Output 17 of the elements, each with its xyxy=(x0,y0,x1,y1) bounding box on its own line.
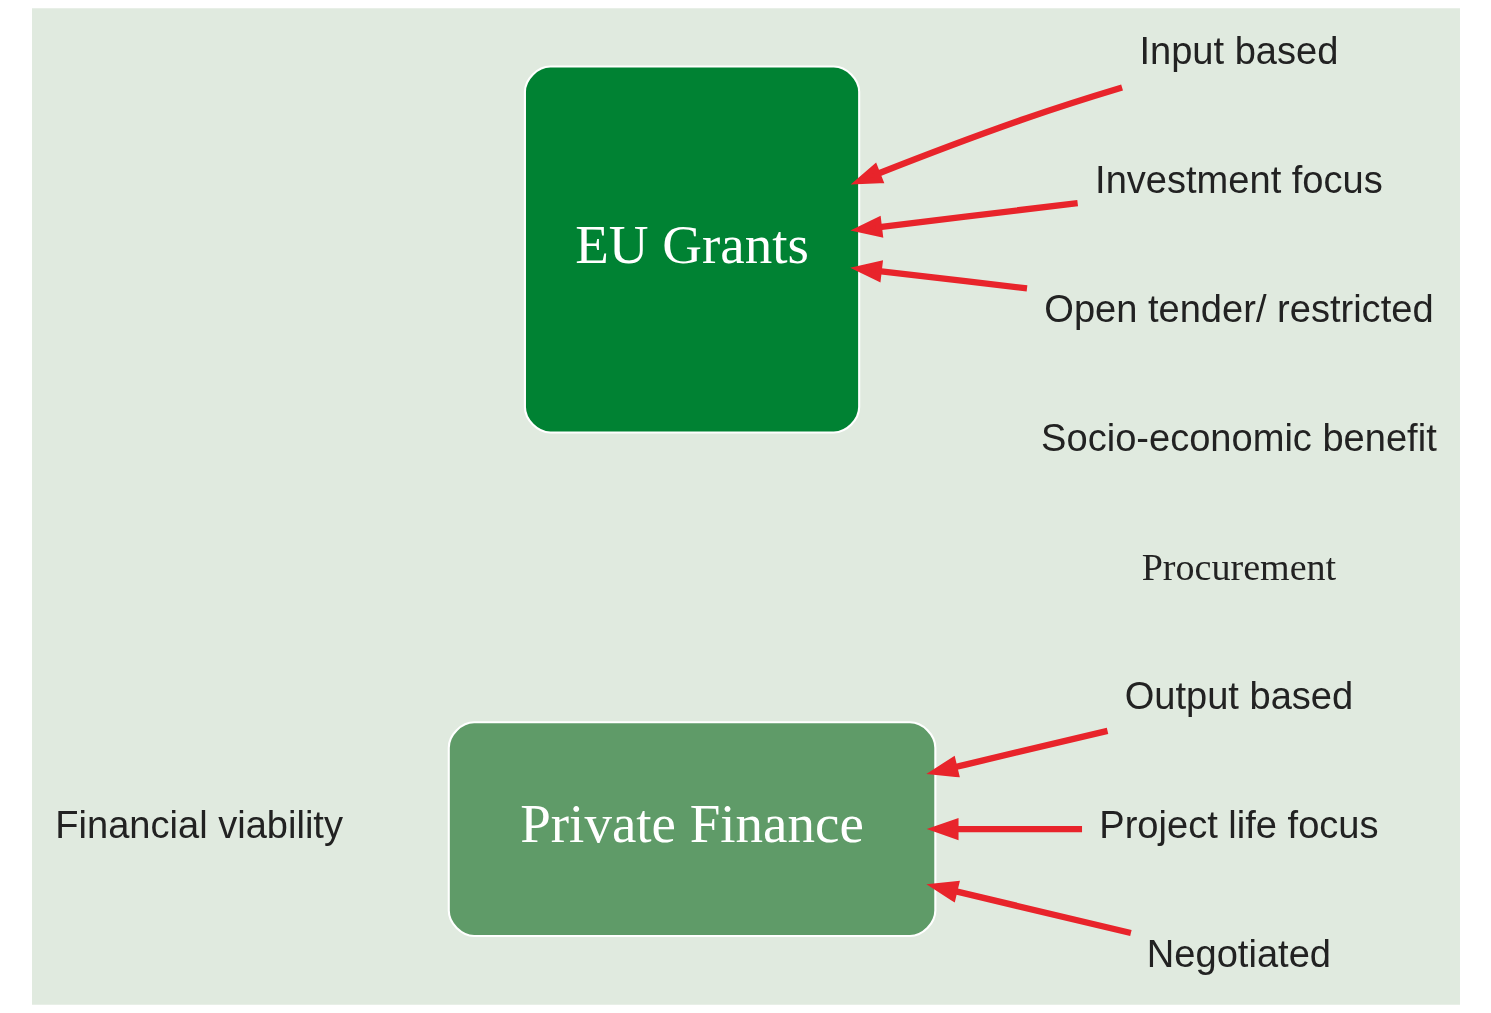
node-text: Open tender/ restricted xyxy=(1043,288,1434,331)
node-text: Project life focus xyxy=(1098,804,1379,847)
arrow xyxy=(849,260,1027,292)
arrow xyxy=(926,818,1082,841)
node-box: Private Finance xyxy=(447,721,936,937)
arrow xyxy=(850,84,1123,185)
node-box: EU Grants xyxy=(523,65,860,434)
node-text: Output based xyxy=(1124,675,1353,718)
arrow xyxy=(925,727,1108,778)
node-text: Input based xyxy=(1138,30,1338,73)
label: Socio-economic benefit xyxy=(1040,417,1437,460)
node-text: Investment focus xyxy=(1094,159,1383,202)
arrow xyxy=(849,199,1078,238)
label: Procurement xyxy=(1141,546,1336,589)
label: Financial viability xyxy=(54,804,343,847)
arrow xyxy=(925,880,1132,937)
node-text: Negotiated xyxy=(1146,933,1331,976)
